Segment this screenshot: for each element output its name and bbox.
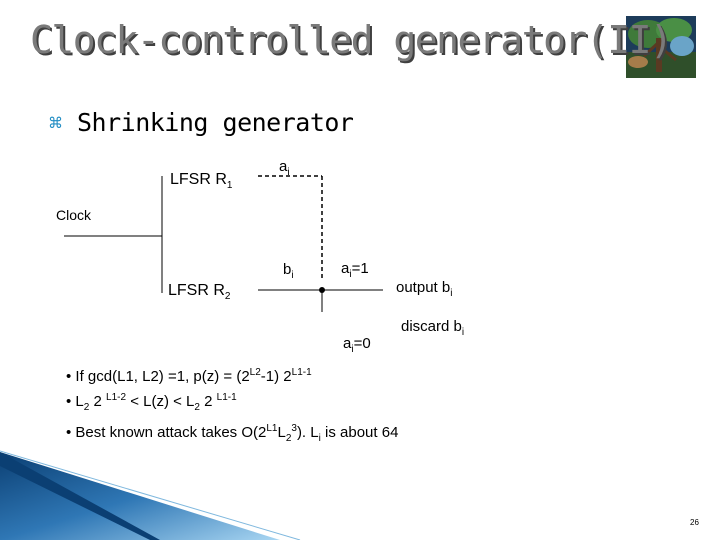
clock-label: Clock [56,207,92,223]
note-line-2: • L2 2 L1-2 < L(z) < L2 2 L1-1 [66,392,237,413]
square-bullet-icon: ⌘ [48,114,63,132]
slide-title: Clock-controlled generator(II) [30,18,673,62]
lfsr2-label: LFSR R2 [168,282,231,303]
page-number: 26 [690,518,699,527]
output-label: output bi [396,279,453,299]
ai-equals-0-label: ai=0 [343,335,371,355]
switch-dot [319,287,325,293]
note-line-1: • If gcd(L1, L2) =1, p(z) = (2L2-1) 2L1-… [66,367,312,385]
discard-label: discard bi [401,318,465,338]
tree-image [626,16,696,78]
bullet-item: ⌘ Shrinking generator [48,108,354,137]
ai-top-label: ai [279,158,290,178]
lfsr1-label: LFSR R1 [170,171,233,192]
bullet-text: Shrinking generator [77,108,354,137]
note-line-3: • Best known attack takes O(2L1L23). Li … [66,423,399,444]
ai-equals-1-label: ai=1 [341,260,369,280]
bi-label: bi [283,261,294,281]
notes-block: • If gcd(L1, L2) =1, p(z) = (2L2-1) 2L1-… [66,362,398,449]
